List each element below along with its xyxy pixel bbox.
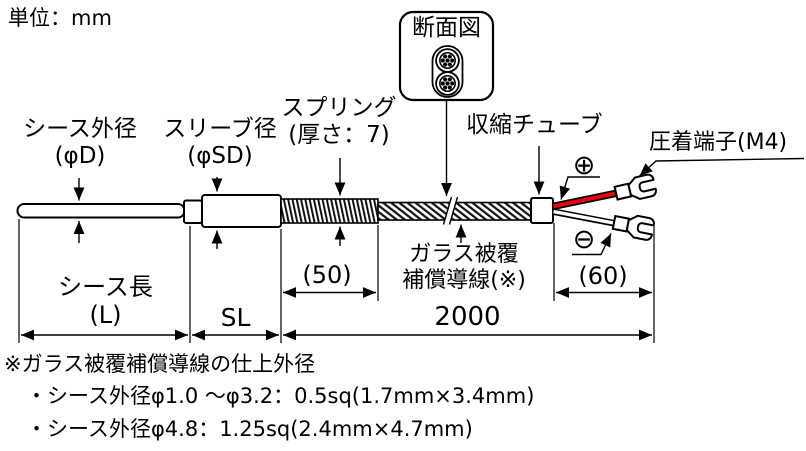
dim-lead-length: 2000 [434, 302, 501, 332]
sleeve-dia-label: スリーブ径 (φSD) [150, 116, 290, 170]
sheath-od-label-line1: シース外径 [23, 116, 137, 142]
cable-break-line [448, 196, 459, 225]
sheath-od-label-line2: (φD) [54, 143, 106, 170]
negative-wire [553, 209, 617, 226]
dim-terminal-length: (60) [578, 262, 628, 290]
comp-wire-label-line1: ガラス被覆 [409, 242, 519, 267]
plus-leader [559, 176, 600, 200]
spring-label: スプリング (厚さ：7) [272, 95, 406, 149]
crimp-terminal-label: 圧着端子(M4) [649, 130, 788, 155]
dim-sleeve-length: SL [220, 303, 251, 332]
crimp-terminal-positive [613, 173, 657, 201]
dim-sheath-length: シース長 (L) [38, 273, 173, 330]
dim-sheath-length-line2: (L) [89, 301, 122, 330]
sheath-tube [16, 203, 186, 219]
dim-sheath-length-line1: シース長 [58, 273, 153, 301]
unit-label: 単位：mm [8, 6, 112, 30]
shrink-tube-label: 収縮チューブ [466, 112, 603, 138]
footnote-item: ・シース外径φ1.0 ～φ3.2：0.5sq(1.7mm×3.4mm) [26, 384, 535, 408]
fork-terminal-icon [625, 214, 655, 241]
shrink-tube [530, 197, 554, 224]
comp-wire-label-line2: 補償導線(※) [402, 267, 526, 293]
sheath-od-label: シース外径 (φD) [10, 116, 150, 170]
cable-break-line [442, 196, 453, 225]
fork-terminal-icon [627, 173, 657, 200]
footnote-title: ※ガラス被覆補償導線の仕上外径 [4, 352, 316, 376]
footnote-item: ・シース外径φ4.8：1.25sq(2.4mm×4.7mm) [26, 417, 473, 441]
dim-spring-length: (50) [302, 261, 352, 289]
positive-wire [553, 190, 620, 209]
plus-polarity-icon: ⊕ [572, 150, 596, 181]
conductor-cross-section [435, 48, 460, 96]
spring-label-line1: スプリング [281, 95, 397, 121]
crimp-terminal-leader [639, 157, 805, 177]
section-view-title: 断面図 [412, 15, 481, 41]
minus-polarity-icon: ⊖ [572, 224, 596, 255]
sleeve-body [201, 194, 282, 228]
sleeve-dia-label-line1: スリーブ径 [163, 116, 277, 142]
cable-break-gap [443, 196, 458, 225]
crimp-terminal-negative [611, 214, 655, 241]
sleeve-collar [183, 199, 203, 224]
comp-wire-label: ガラス被覆 補償導線(※) [391, 242, 537, 294]
minus-leader [572, 233, 612, 256]
spring-label-line2: (厚さ：7) [288, 122, 390, 149]
spring-section [280, 198, 379, 224]
sleeve-dia-label-line2: (φSD) [187, 143, 253, 170]
